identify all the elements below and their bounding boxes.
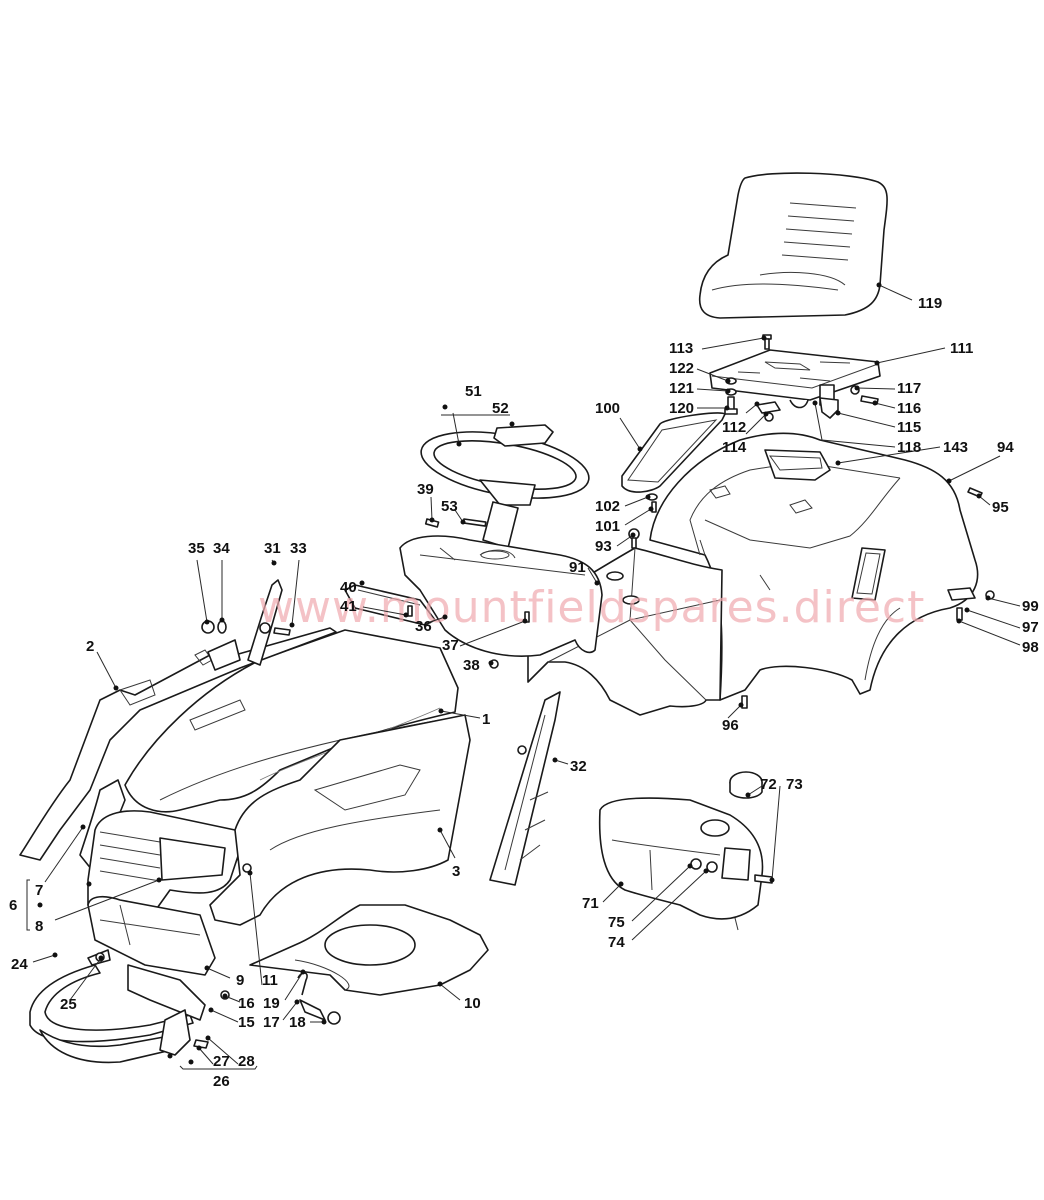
label-32[interactable]: 32 — [570, 758, 587, 775]
hood-hinge[interactable] — [207, 579, 283, 671]
label-34[interactable]: 34 — [213, 540, 230, 557]
leader-lines — [26, 282, 1021, 1070]
label-111[interactable]: 111 — [950, 340, 973, 357]
label-115[interactable]: 115 — [897, 419, 921, 436]
dash-console[interactable] — [399, 518, 603, 657]
label-3[interactable]: 3 — [452, 863, 460, 880]
label-37[interactable]: 37 — [442, 637, 459, 654]
label-75[interactable]: 75 — [608, 914, 625, 931]
label-15[interactable]: 15 — [238, 1014, 255, 1031]
label-120[interactable]: 120 — [669, 400, 694, 417]
lower-fasteners — [193, 863, 341, 1049]
label-96[interactable]: 96 — [722, 717, 739, 734]
label-93[interactable]: 93 — [595, 538, 612, 555]
label-16[interactable]: 16 — [238, 995, 255, 1012]
seat-pan[interactable] — [709, 349, 881, 409]
steering-cap[interactable] — [493, 424, 554, 447]
label-100[interactable]: 100 — [595, 400, 620, 417]
label-143[interactable]: 143 — [943, 439, 968, 456]
label-6[interactable]: 6 — [9, 897, 17, 914]
rear-fender[interactable] — [649, 432, 979, 701]
label-113[interactable]: 113 — [669, 340, 693, 357]
label-116[interactable]: 116 — [897, 400, 921, 417]
label-1[interactable]: 1 — [482, 711, 490, 728]
label-19[interactable]: 19 — [263, 995, 280, 1012]
label-27[interactable]: 27 — [213, 1053, 230, 1070]
under-tray[interactable] — [249, 904, 489, 996]
label-38[interactable]: 38 — [463, 657, 480, 674]
label-121[interactable]: 121 — [669, 380, 694, 397]
label-51[interactable]: 51 — [465, 383, 482, 400]
label-52[interactable]: 52 — [492, 400, 509, 417]
label-114[interactable]: 114 — [722, 439, 747, 456]
label-94[interactable]: 94 — [997, 439, 1014, 456]
label-74[interactable]: 74 — [608, 934, 625, 951]
front-bracket[interactable] — [127, 964, 230, 1056]
label-122[interactable]: 122 — [669, 360, 694, 377]
label-53[interactable]: 53 — [441, 498, 458, 515]
label-31[interactable]: 31 — [264, 540, 281, 557]
front-bumper-panel[interactable] — [87, 895, 216, 976]
dash-screws — [407, 605, 530, 669]
label-36[interactable]: 36 — [415, 618, 432, 635]
fender-cover-plate[interactable] — [621, 412, 726, 493]
label-95[interactable]: 95 — [992, 499, 1009, 516]
label-24[interactable]: 24 — [11, 956, 28, 973]
label-10[interactable]: 10 — [464, 995, 481, 1012]
label-8[interactable]: 8 — [35, 918, 43, 935]
seat[interactable] — [698, 172, 888, 319]
label-112[interactable]: 112 — [722, 419, 746, 436]
label-33[interactable]: 33 — [290, 540, 307, 557]
watermark: www.mountfieldspares.direct — [258, 582, 925, 633]
label-91[interactable]: 91 — [569, 559, 586, 576]
side-bracket[interactable] — [489, 691, 561, 886]
label-97[interactable]: 97 — [1022, 619, 1039, 636]
side-panel[interactable] — [209, 714, 471, 926]
label-40[interactable]: 40 — [340, 579, 357, 596]
label-72[interactable]: 72 — [760, 776, 777, 793]
front-grille[interactable] — [87, 810, 241, 919]
label-99[interactable]: 99 — [1022, 598, 1039, 615]
label-41[interactable]: 41 — [340, 598, 357, 615]
steering-pin — [462, 518, 487, 527]
part-labels: 119 113 111 122 121 120 112 114 117 116 … — [9, 295, 1039, 1090]
label-73[interactable]: 73 — [786, 776, 803, 793]
label-25[interactable]: 25 — [60, 996, 77, 1013]
label-17[interactable]: 17 — [263, 1014, 280, 1031]
label-18[interactable]: 18 — [289, 1014, 306, 1031]
label-98[interactable]: 98 — [1022, 639, 1039, 656]
label-26[interactable]: 26 — [213, 1073, 230, 1090]
label-2[interactable]: 2 — [86, 638, 94, 655]
label-71[interactable]: 71 — [582, 895, 599, 912]
label-119[interactable]: 119 — [918, 295, 942, 312]
steering-wheel[interactable] — [416, 421, 594, 549]
label-7[interactable]: 7 — [35, 882, 43, 899]
label-11[interactable]: 11 — [262, 972, 278, 989]
label-39[interactable]: 39 — [417, 481, 434, 498]
label-9[interactable]: 9 — [236, 972, 244, 989]
label-35[interactable]: 35 — [188, 540, 205, 557]
label-102[interactable]: 102 — [595, 498, 620, 515]
label-101[interactable]: 101 — [595, 518, 620, 535]
fuel-tank[interactable] — [598, 771, 773, 931]
label-28[interactable]: 28 — [238, 1053, 255, 1070]
label-117[interactable]: 117 — [897, 380, 921, 397]
label-118[interactable]: 118 — [897, 439, 921, 456]
